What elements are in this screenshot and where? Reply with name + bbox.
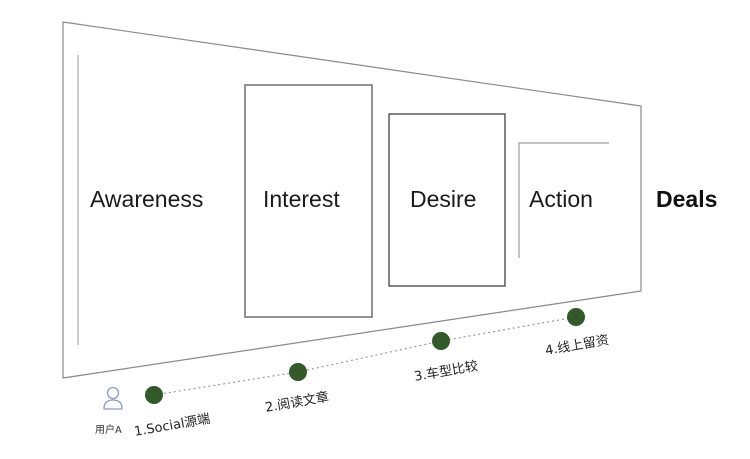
step-dot-1: [145, 386, 163, 404]
step-dot-2: [289, 363, 307, 381]
stage-label-desire: Desire: [410, 186, 477, 212]
journey-path: [153, 316, 577, 396]
step-dot-3: [432, 332, 450, 350]
step-dot-4: [567, 308, 585, 326]
user-label: 用户A: [95, 425, 122, 436]
desire-stage-box: [388, 113, 506, 287]
funnel-outline: [62, 21, 642, 379]
action-stage-box: [518, 142, 609, 258]
stage-label-interest: Interest: [263, 186, 340, 212]
outcome-label-deals: Deals: [656, 186, 718, 212]
stage-label-action: Action: [529, 186, 593, 212]
stage-label-awareness: Awareness: [90, 186, 204, 212]
user-avatar-icon: [103, 386, 123, 410]
